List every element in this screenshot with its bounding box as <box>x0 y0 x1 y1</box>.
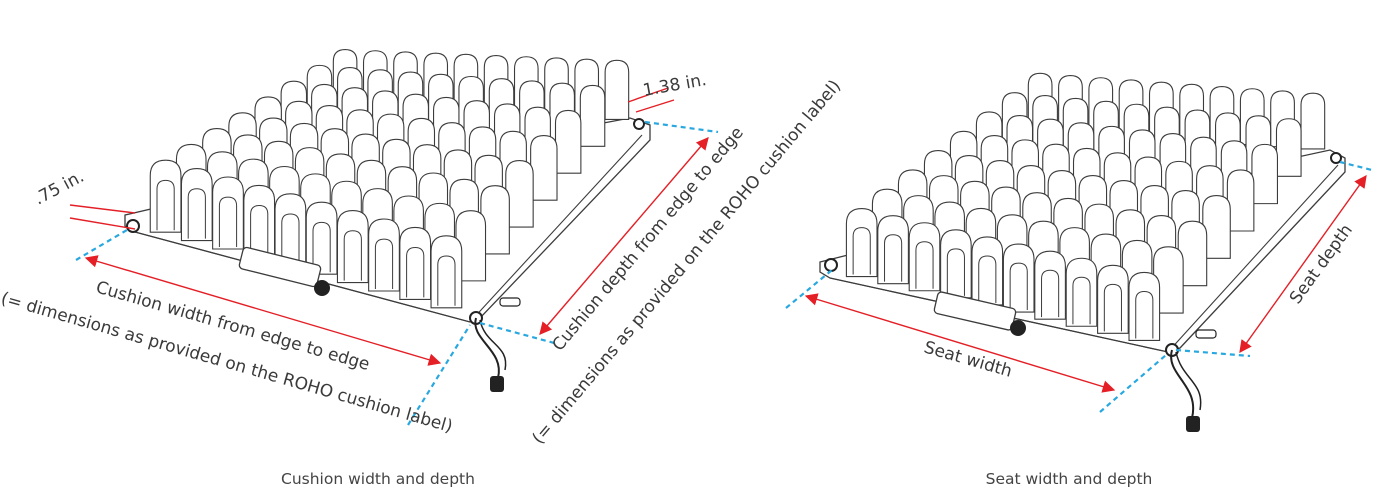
air-cell-inner <box>1041 269 1060 318</box>
right-cushion-cells <box>845 72 1326 341</box>
air-cell <box>243 184 276 258</box>
air-cell <box>1034 250 1066 320</box>
left-top-height-tick-1 <box>627 87 669 103</box>
air-cell-inner <box>281 213 300 264</box>
air-cell-inner <box>1103 283 1122 332</box>
air-cell-inner <box>312 221 331 273</box>
air-cell <box>1065 257 1098 327</box>
air-cell <box>274 193 307 267</box>
left-top-height-label: 1.38 in. <box>641 70 708 101</box>
right-caption: Seat width and depth <box>986 470 1153 488</box>
air-cell-inner <box>187 188 206 239</box>
left-width-arrow <box>84 255 442 366</box>
air-cell <box>971 236 1004 306</box>
air-cell <box>480 185 510 255</box>
air-cell <box>1002 243 1035 313</box>
air-cell <box>845 207 878 278</box>
air-cell <box>336 210 369 284</box>
right-width-arrow <box>804 293 1116 393</box>
air-cell <box>1153 246 1184 314</box>
left-depth-ref-end <box>644 120 719 134</box>
left-cushion-cells <box>149 49 630 309</box>
air-cell <box>940 229 972 299</box>
air-cell <box>1097 264 1129 334</box>
air-cell <box>149 159 182 233</box>
air-cell <box>1300 92 1326 150</box>
left-cushion-illustration <box>124 49 651 392</box>
air-cell <box>505 160 534 228</box>
air-cell <box>212 176 244 250</box>
left-edge-height-label: .75 in. <box>31 167 87 210</box>
air-cell <box>455 210 487 282</box>
air-cell <box>530 134 558 201</box>
air-cell <box>579 84 606 147</box>
left-dimensions <box>69 87 719 426</box>
left-width-ref-start <box>75 229 128 261</box>
left-caption: Cushion width and depth <box>281 470 475 488</box>
air-cell-inner <box>250 205 269 256</box>
right-dimensions <box>785 160 1373 413</box>
right-width-label: Seat width <box>922 338 1015 382</box>
air-cell <box>604 59 630 120</box>
air-cell-inner <box>1072 276 1091 325</box>
right-width-ref-start <box>785 269 833 309</box>
air-cell <box>1128 271 1161 341</box>
right-depth-ref-start <box>1175 348 1251 358</box>
air-cell <box>1226 169 1255 232</box>
air-cell-inner <box>218 196 238 247</box>
right-cushion-illustration <box>819 72 1346 432</box>
left-edge-height-tick-2 <box>69 217 136 230</box>
left-width-ref-end <box>407 324 471 426</box>
air-cell-inner <box>1009 262 1028 311</box>
left-depth-arrow <box>539 137 709 335</box>
right-depth-ref-end <box>1339 160 1373 172</box>
air-cell <box>1177 220 1208 287</box>
air-cell <box>180 168 213 242</box>
air-cell <box>430 235 463 309</box>
air-cell <box>399 226 432 300</box>
air-cell-inner <box>1135 290 1154 339</box>
air-cell <box>368 218 400 292</box>
air-cell-inner <box>406 247 425 298</box>
air-cell <box>1202 195 1231 259</box>
air-cell <box>908 222 941 292</box>
air-cell-inner <box>156 179 175 231</box>
air-cell-inner <box>978 255 997 303</box>
air-cell-inner <box>343 230 362 281</box>
air-cell-inner <box>884 234 903 282</box>
right-depth-label: Seat depth <box>1286 221 1357 308</box>
right-width-ref-end <box>1099 354 1167 413</box>
left-width-note: (= dimensions as provided on the ROHO cu… <box>0 289 455 437</box>
left-depth-ref-start <box>479 321 559 346</box>
air-cell-inner <box>852 227 871 275</box>
air-cell <box>1275 118 1302 177</box>
left-top-height-tick-2 <box>635 99 675 113</box>
left-edge-height-tick-1 <box>69 204 136 214</box>
air-cell-inner <box>374 238 394 289</box>
air-cell <box>554 109 582 174</box>
air-cell <box>877 215 909 285</box>
air-cell <box>1251 143 1278 205</box>
air-cell-inner <box>946 248 965 296</box>
right-depth-arrow <box>1239 174 1367 354</box>
air-cell-inner <box>915 241 934 289</box>
